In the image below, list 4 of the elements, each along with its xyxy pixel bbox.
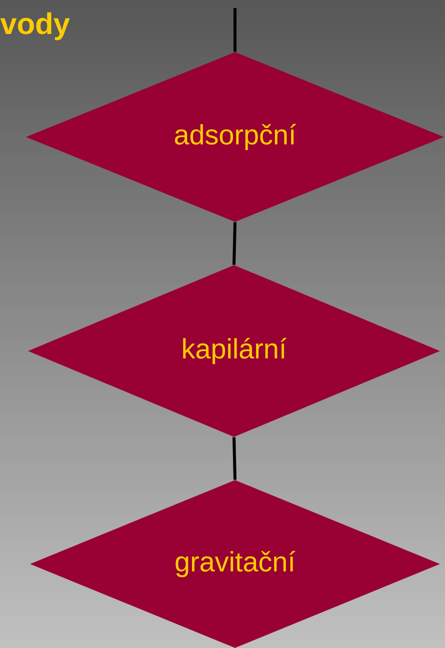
connector-line [232,222,236,265]
title: vody [0,12,70,40]
connector-line [234,8,236,52]
connector-line [232,437,236,480]
